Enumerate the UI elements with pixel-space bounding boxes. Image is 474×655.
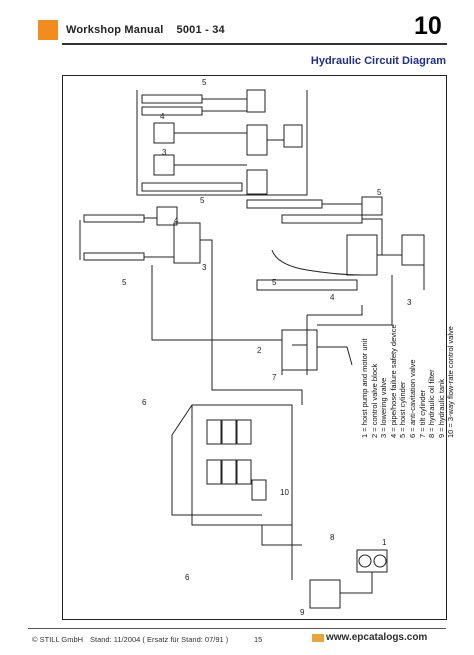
comp-label-2: 4: [160, 112, 165, 121]
legend-item-3: 3 = lowering valve: [379, 377, 389, 438]
comp-label-11: 5: [272, 278, 277, 287]
legend-item-5: 5 = hoist cylinder: [398, 381, 408, 439]
control-valve-block: [171, 404, 302, 546]
brand-orange-square: [38, 20, 58, 40]
legend-item-2: 2 = control valve block: [369, 363, 379, 438]
legend-item-8: 8 = hydraulic oil filter: [427, 369, 437, 438]
component-number-labels: 5 4 3 5 4 3 5 5 4 3 5 2 7 6 10 8 1 9 6: [122, 78, 412, 617]
comp-label-15: 10: [280, 488, 289, 497]
free-lift-cylinder: [246, 196, 425, 291]
comp-label-8: 5: [377, 188, 382, 197]
comp-label-6: 3: [202, 263, 207, 272]
mast-cylinder-group-top: [136, 89, 308, 196]
comp-label-16: 8: [330, 533, 335, 542]
comp-label-17: 1: [382, 538, 387, 547]
comp-label-7: 5: [122, 278, 127, 287]
comp-label-5: 4: [174, 216, 179, 225]
comp-label-19: 6: [185, 573, 190, 582]
comp-label-1: 5: [202, 78, 207, 87]
legend-item-10: 10 = 3-way flow-rate control valve: [446, 326, 456, 438]
legend-item-4: 4 = pipe/hose failure safety device: [388, 324, 398, 438]
component-legend: 1 = hoist pump and motor unit 2 = contro…: [360, 324, 456, 438]
comp-label-10: 3: [407, 298, 412, 307]
page-number: 15: [254, 635, 263, 644]
comp-label-13: 7: [272, 373, 277, 382]
comp-label-18: 9: [300, 608, 305, 617]
footer-rule: [28, 628, 446, 629]
manual-title: Workshop Manual 5001 - 34: [66, 24, 225, 36]
pressure-lines: [151, 265, 393, 405]
watermark-logo: [312, 634, 324, 642]
pump-filter-tank: [291, 525, 388, 609]
copyright: © STILL GmbH: [32, 635, 84, 644]
hydraulic-circuit-diagram: 5 4 3 5 4 3 5 5 4 3 5 2 7 6 10 8 1 9 6: [79, 78, 425, 617]
comp-label-9: 4: [330, 293, 335, 302]
comp-label-4: 5: [200, 196, 205, 205]
chapter-number: 10: [414, 12, 442, 40]
comp-label-14: 6: [142, 398, 147, 407]
section-title: Hydraulic Circuit Diagram: [310, 55, 446, 67]
legend-item-7: 7 = tilt cylinder: [417, 389, 427, 438]
header-rule: [62, 43, 447, 45]
legend-item-9: 9 = hydraulic tank: [436, 379, 446, 438]
legend-item-6: 6 = anti-cavitation valve: [407, 359, 417, 438]
revision-stand: Stand: 11/2004 ( Ersatz für Stand: 07/91…: [90, 635, 229, 644]
comp-label-3: 3: [162, 148, 167, 157]
comp-label-12: 2: [257, 346, 262, 355]
legend-item-1: 1 = hoist pump and motor unit: [360, 338, 369, 438]
tilt-cylinders: [79, 206, 213, 375]
watermark: www.epcatalogs.com: [326, 632, 428, 643]
diagram-frame: [62, 75, 447, 620]
